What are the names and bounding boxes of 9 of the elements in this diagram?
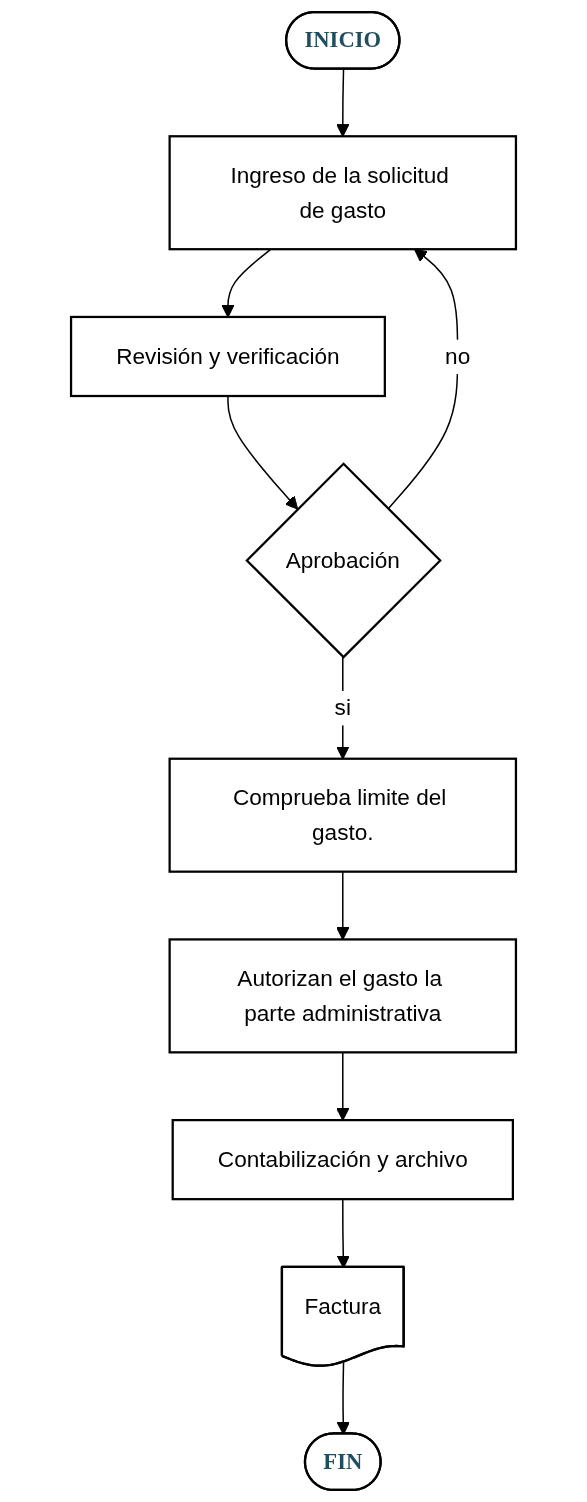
node-box: Ingreso de la solicitud de gasto	[168, 135, 518, 251]
node-box: Comprueba limite del gasto.	[168, 757, 518, 873]
node-box: Revisión y verificación	[69, 315, 386, 398]
edge-label: si	[334, 693, 351, 720]
arrow	[336, 68, 350, 137]
node-diamond: Aprobación	[245, 462, 442, 659]
node-box: Autorizan el gasto la parte administrativa	[168, 938, 518, 1054]
node-box: Contabilización y archivo	[171, 1118, 514, 1201]
edge-label: no	[445, 342, 471, 369]
